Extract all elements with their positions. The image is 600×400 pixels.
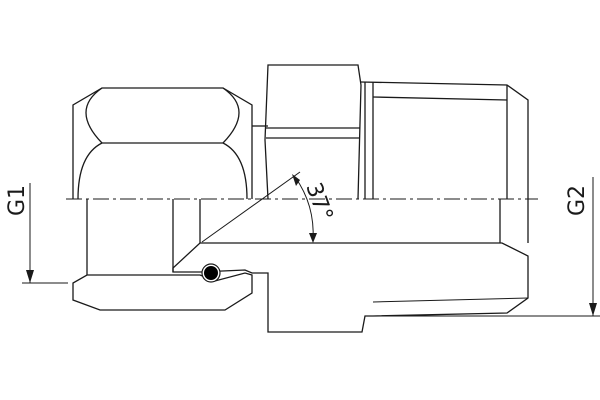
nut-section-hatched [72, 272, 253, 311]
male-thread-end [360, 81, 529, 243]
g2-label: G2 [565, 185, 590, 216]
angle-dimension: 37° [201, 171, 337, 243]
body-hex [252, 64, 374, 200]
g1-label: G1 [5, 185, 30, 216]
body-section-hatched [172, 242, 529, 333]
angle-label: 37° [300, 180, 337, 225]
g1-dimension: G1 [5, 183, 68, 284]
union-nut [72, 87, 253, 311]
g2-dimension: G2 [370, 177, 600, 317]
